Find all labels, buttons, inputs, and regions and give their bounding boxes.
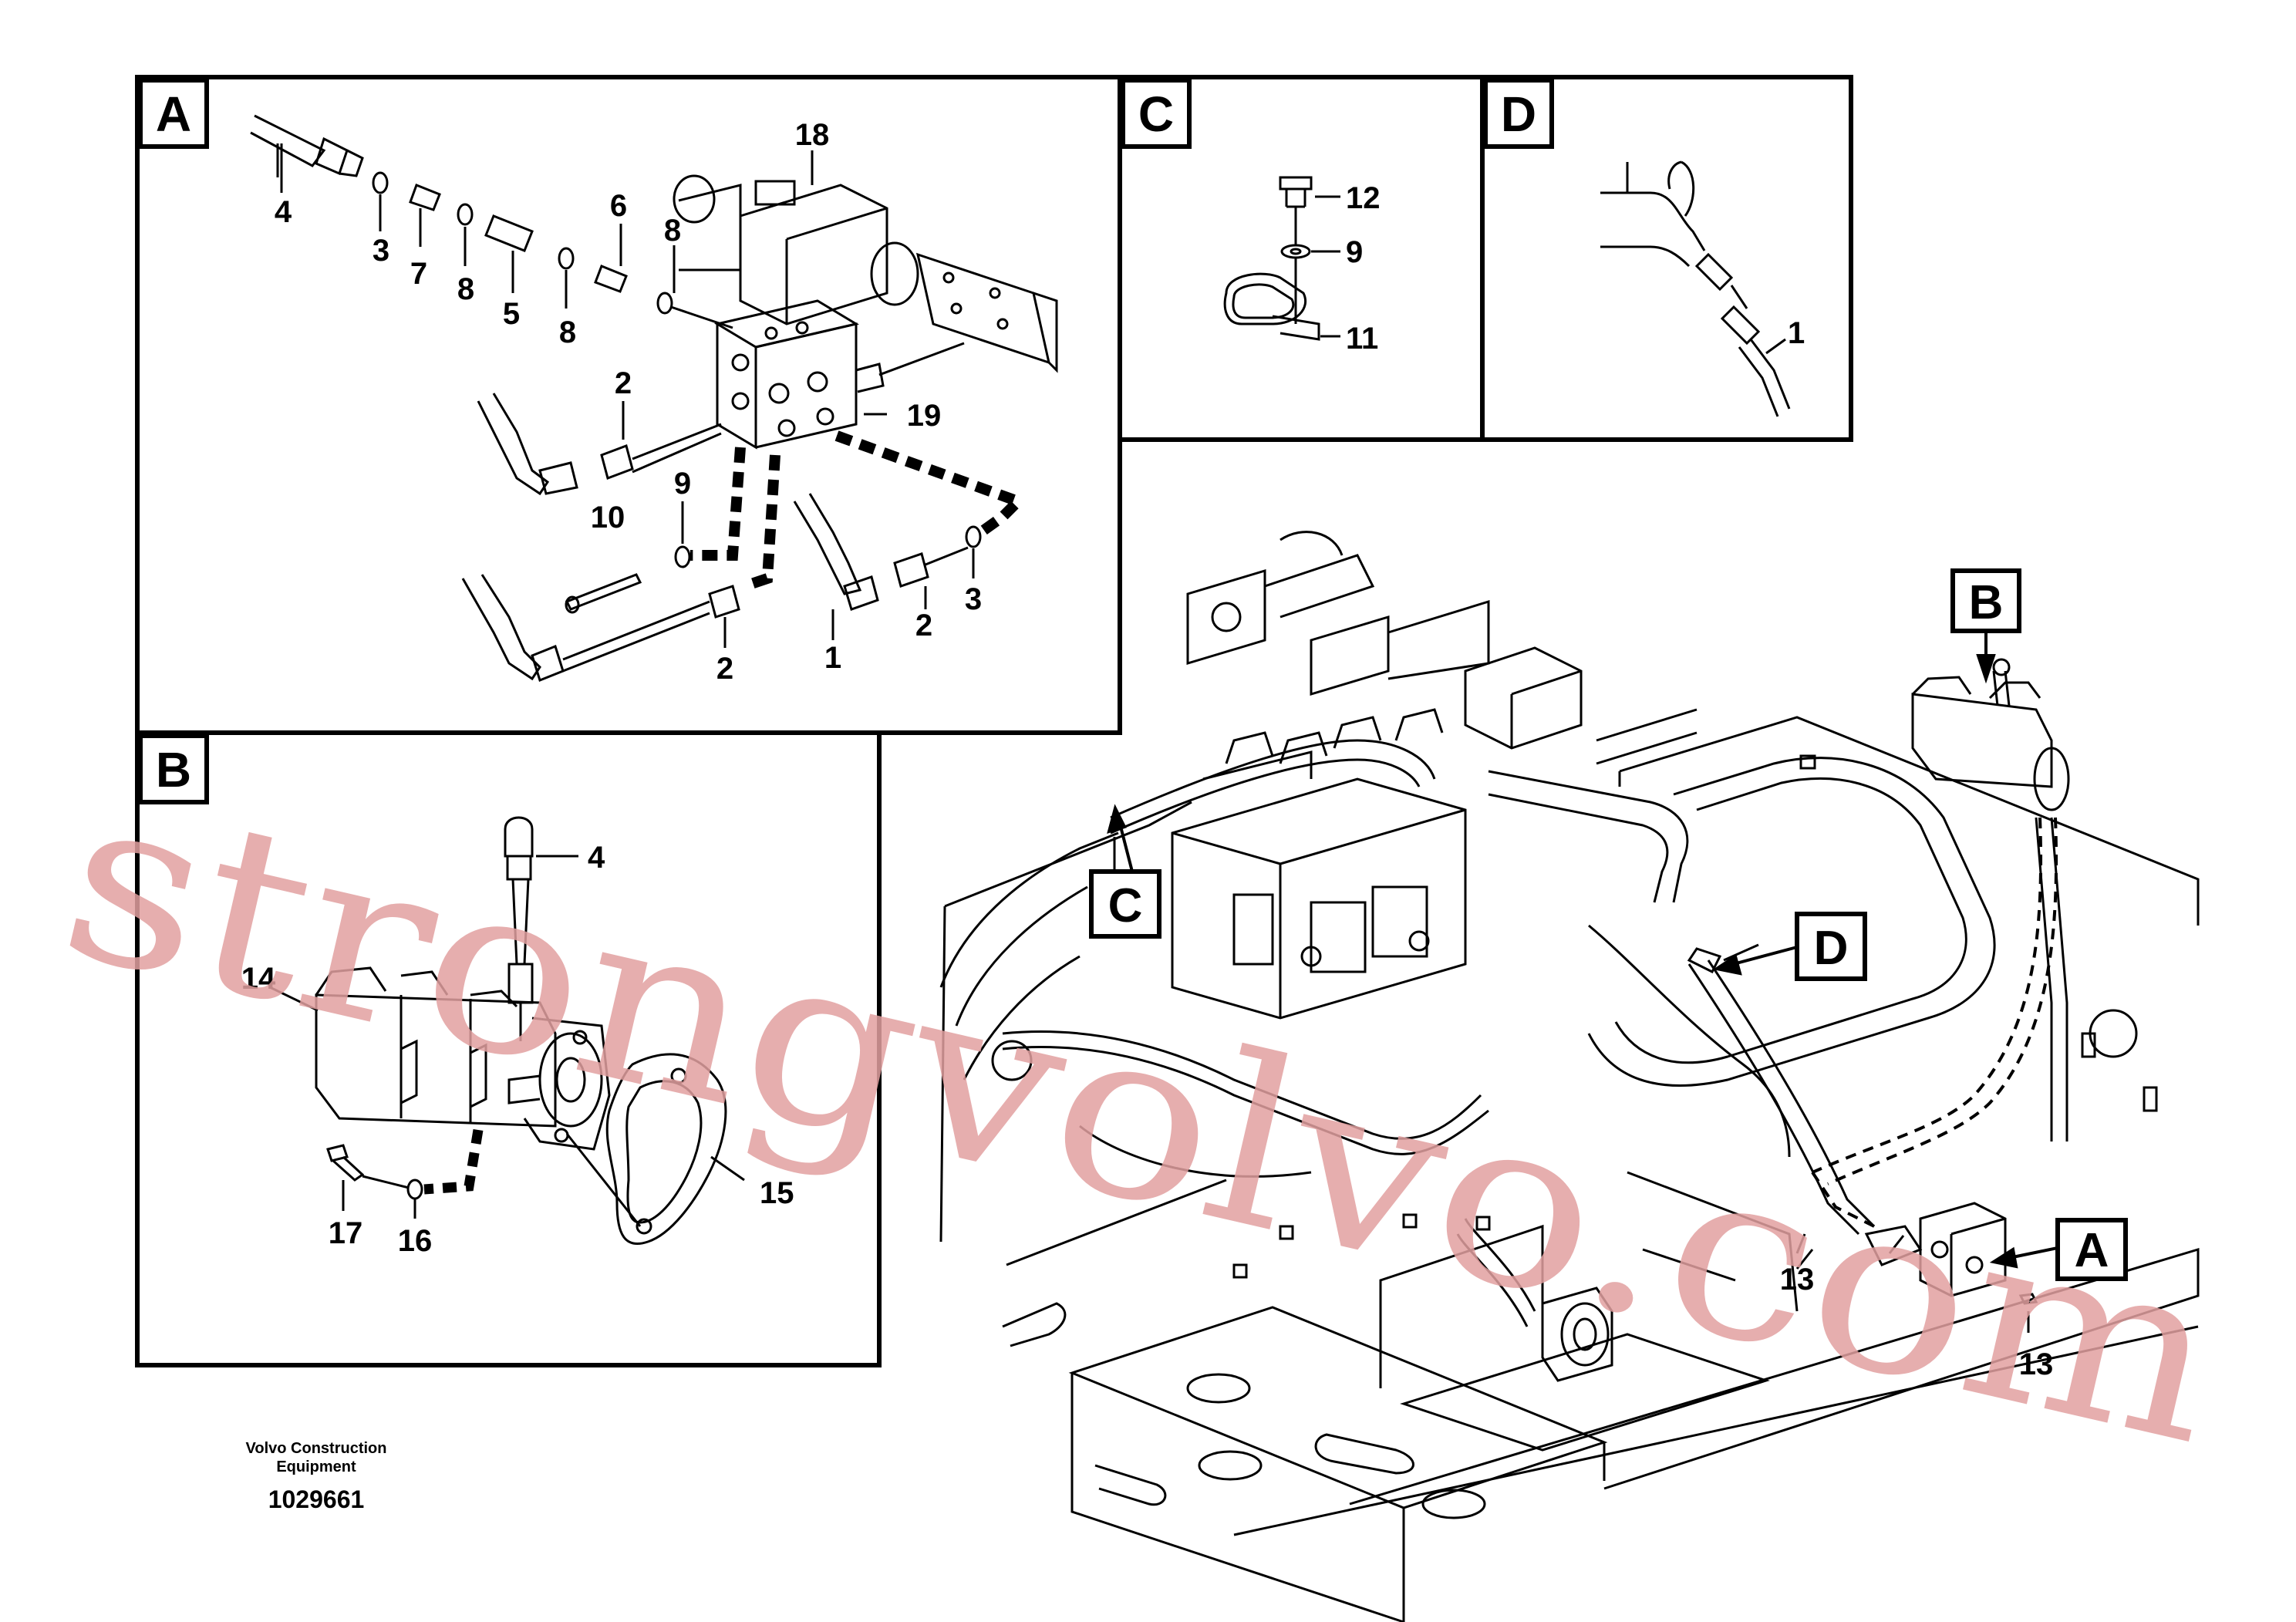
- svg-text:A: A: [2075, 1224, 2109, 1277]
- svg-text:13: 13: [2019, 1347, 2054, 1381]
- panel-a-labels: 18 4 3 7 8 5 8 6 8 2 19 9 10 2 1 2 3: [275, 118, 982, 686]
- svg-text:3: 3: [965, 582, 982, 616]
- footer: Volvo Construction Equipment 1029661: [246, 1440, 387, 1513]
- company-name-line2: Equipment: [276, 1458, 356, 1475]
- svg-text:1: 1: [824, 641, 841, 675]
- company-name-line1: Volvo Construction: [246, 1440, 387, 1457]
- svg-text:12: 12: [1346, 181, 1381, 215]
- panel-c-labels: 12 9 11: [1346, 181, 1381, 356]
- svg-text:18: 18: [795, 118, 830, 152]
- svg-text:2: 2: [915, 609, 932, 642]
- svg-text:2: 2: [615, 366, 632, 400]
- svg-text:13: 13: [1780, 1263, 1815, 1297]
- panel-b-dashed: [423, 1128, 484, 1195]
- svg-text:4: 4: [588, 841, 605, 875]
- panel-b-labels: 4 14 15 17 16: [241, 841, 794, 1258]
- panel-d-letter: D: [1501, 86, 1536, 142]
- callout-c: C: [1089, 869, 1161, 939]
- main-dashed-pipes: [1811, 817, 2058, 1228]
- panel-d: D 1: [1480, 75, 1853, 442]
- svg-text:5: 5: [503, 297, 520, 331]
- svg-text:2: 2: [716, 652, 733, 686]
- svg-text:16: 16: [398, 1224, 433, 1258]
- svg-text:8: 8: [664, 214, 681, 248]
- svg-text:B: B: [1969, 576, 2004, 629]
- panel-a-letter: A: [156, 86, 191, 142]
- svg-text:7: 7: [410, 257, 427, 291]
- svg-text:19: 19: [907, 399, 942, 433]
- svg-text:1: 1: [1788, 316, 1805, 350]
- panel-b-drawing: [269, 816, 745, 1245]
- svg-text:6: 6: [610, 189, 627, 223]
- panel-c-drawing: [1223, 176, 1340, 341]
- svg-text:15: 15: [760, 1176, 794, 1210]
- svg-text:17: 17: [329, 1216, 363, 1250]
- svg-text:9: 9: [674, 467, 691, 501]
- main-frame-drawing: [939, 531, 2200, 1622]
- svg-text:4: 4: [275, 195, 292, 229]
- svg-text:14: 14: [241, 962, 276, 996]
- panel-d-labels: 1: [1788, 316, 1805, 350]
- callout-pointers: [1107, 631, 2058, 1269]
- panel-d-drawing: [1600, 160, 1791, 417]
- main-labels: 13 13: [1780, 1263, 2054, 1381]
- svg-text:3: 3: [373, 234, 389, 268]
- panel-b-letter: B: [156, 742, 191, 798]
- main-assembly-view: B C D A 13 13: [939, 531, 2200, 1622]
- svg-text:9: 9: [1346, 235, 1363, 269]
- panel-b: B: [135, 730, 882, 1367]
- panel-a-pipes: [690, 430, 1028, 592]
- svg-text:10: 10: [591, 501, 625, 534]
- svg-text:D: D: [1814, 922, 1849, 975]
- svg-text:8: 8: [559, 315, 576, 349]
- panel-a-drawing: [250, 114, 1058, 682]
- panel-a: A: [135, 75, 1122, 735]
- panel-c: C 12 9 11: [1118, 75, 1485, 442]
- callout-d: D: [1795, 912, 1867, 981]
- panel-c-letter: C: [1138, 86, 1174, 142]
- callout-a: A: [2055, 1218, 2128, 1281]
- svg-text:8: 8: [457, 272, 474, 306]
- svg-text:C: C: [1108, 879, 1143, 932]
- svg-text:11: 11: [1346, 322, 1378, 356]
- drawing-number: 1029661: [268, 1485, 365, 1513]
- callout-b: B: [1950, 568, 2021, 633]
